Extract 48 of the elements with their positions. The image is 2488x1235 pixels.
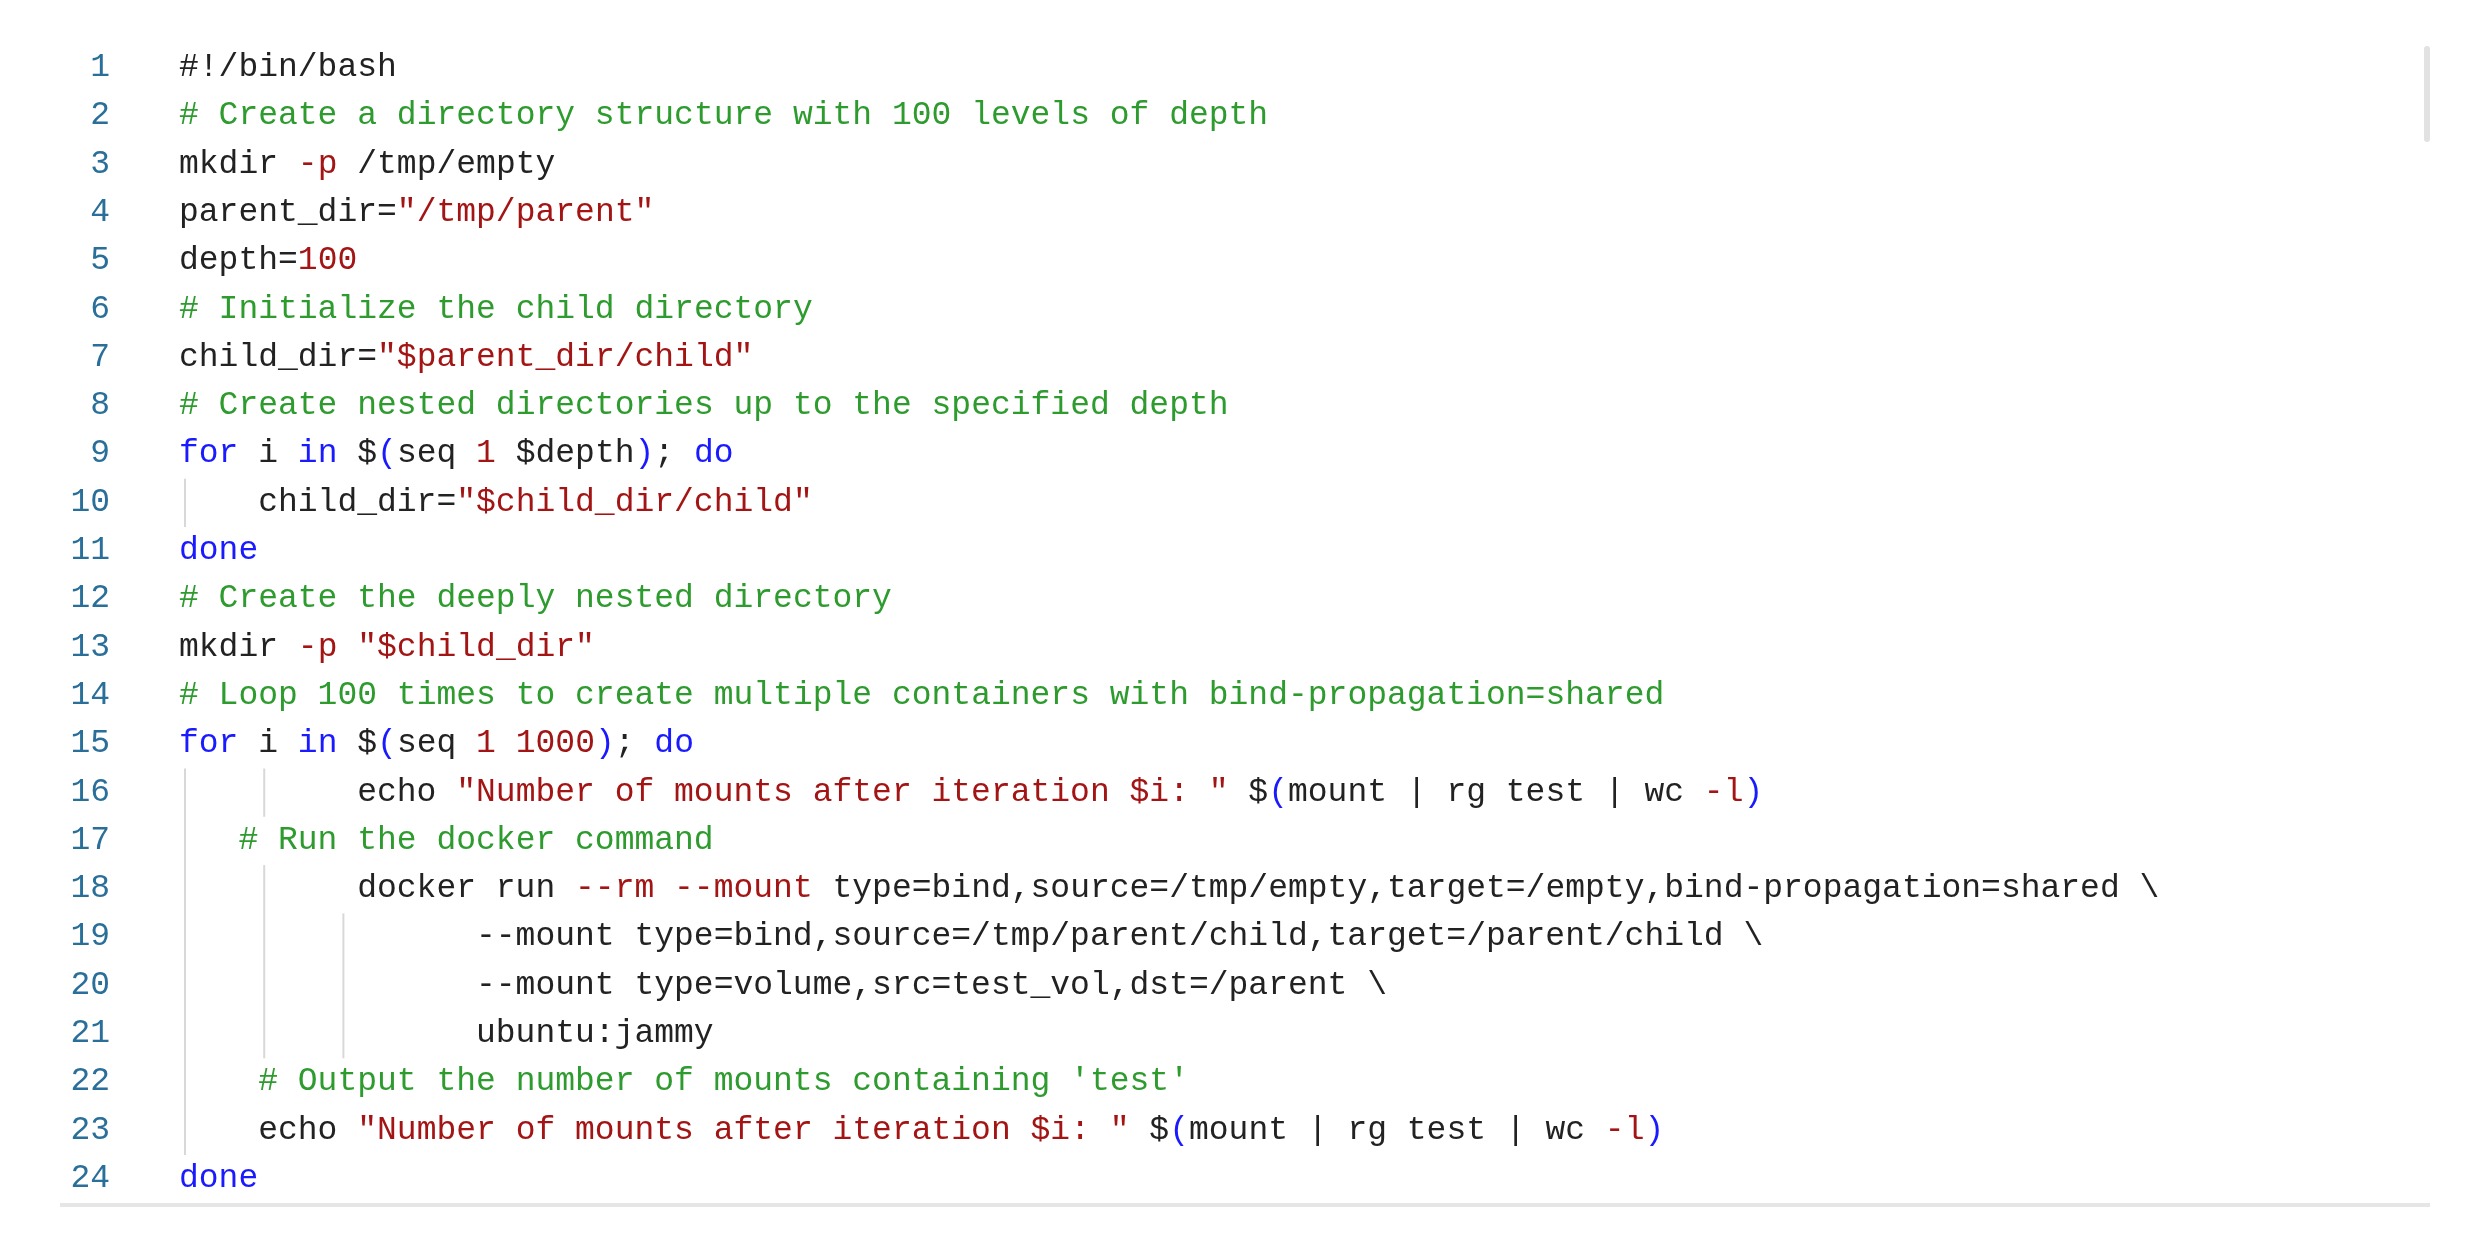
code-line: child_dir="$parent_dir/child"	[179, 337, 754, 378]
code-line: done	[179, 1158, 259, 1199]
code-line: # Loop 100 times to create multiple containers with bind-propagation=shared	[179, 675, 1665, 716]
line-number: 11	[69, 531, 110, 571]
line-number: 21	[69, 1014, 110, 1054]
line-number: 18	[69, 869, 110, 910]
line-number: 12	[69, 579, 110, 620]
line-number: 20	[69, 965, 110, 1006]
line-number: 5	[89, 241, 110, 282]
code-line: done	[179, 531, 259, 571]
line-number: 6	[89, 289, 110, 330]
line-number: 14	[69, 675, 110, 716]
line-number: 16	[69, 772, 110, 813]
code-line: docker run --rm --mount type=bind,source=/tmp/empty,target=/empty,bind-propagation=shared \	[357, 869, 2160, 910]
line-number: 22	[69, 1062, 110, 1103]
line-number: 24	[69, 1158, 110, 1199]
code-line: --mount type=volume,src=test_vol,dst=/parent \	[476, 965, 1387, 1006]
line-number: 8	[89, 386, 110, 427]
code-line: # Run the docker command	[238, 820, 714, 861]
code-line: # Create a directory structure with 100 levels of depth	[179, 96, 1269, 137]
line-number: 2	[89, 96, 110, 137]
code-line: ubuntu:jammy	[476, 1014, 714, 1054]
code-line: for i in $(seq 1 $depth); do	[179, 434, 734, 475]
code-line: # Create nested directories up to the specified depth	[179, 386, 1229, 427]
code-line: echo "Number of mounts after iteration $i: " $(mount | rg test | wc -l)	[357, 772, 1764, 813]
line-number: 3	[89, 144, 110, 185]
code-line: for i in $(seq 1 1000); do	[179, 724, 694, 765]
line-number: 7	[89, 337, 110, 378]
line-number: 1	[89, 48, 110, 88]
line-number: 9	[89, 434, 110, 475]
line-number: 17	[69, 820, 110, 861]
code-line: --mount type=bind,source=/tmp/parent/child,target=/parent/child \	[476, 917, 1764, 958]
code-line: child_dir="$child_dir/child"	[258, 482, 813, 523]
line-number: 4	[89, 192, 110, 233]
code-line: depth=100	[179, 241, 358, 282]
line-number: 23	[69, 1110, 110, 1151]
code-line: # Output the number of mounts containing 'test'	[258, 1062, 1189, 1103]
line-number: 19	[69, 917, 110, 958]
line-number: 13	[69, 627, 110, 668]
code-line: parent_dir="/tmp/parent"	[179, 192, 655, 233]
code-line: mkdir -p "$child_dir"	[179, 627, 595, 668]
code-line: echo "Number of mounts after iteration $i: " $(mount | rg test | wc -l)	[258, 1110, 1665, 1151]
code-line: # Initialize the child directory	[179, 289, 813, 330]
code-line: mkdir -p /tmp/empty	[179, 144, 556, 185]
line-number: 10	[69, 482, 110, 523]
line-number: 15	[69, 724, 110, 765]
code-line: #!/bin/bash	[179, 48, 397, 88]
code-line: # Create the deeply nested directory	[179, 579, 892, 620]
